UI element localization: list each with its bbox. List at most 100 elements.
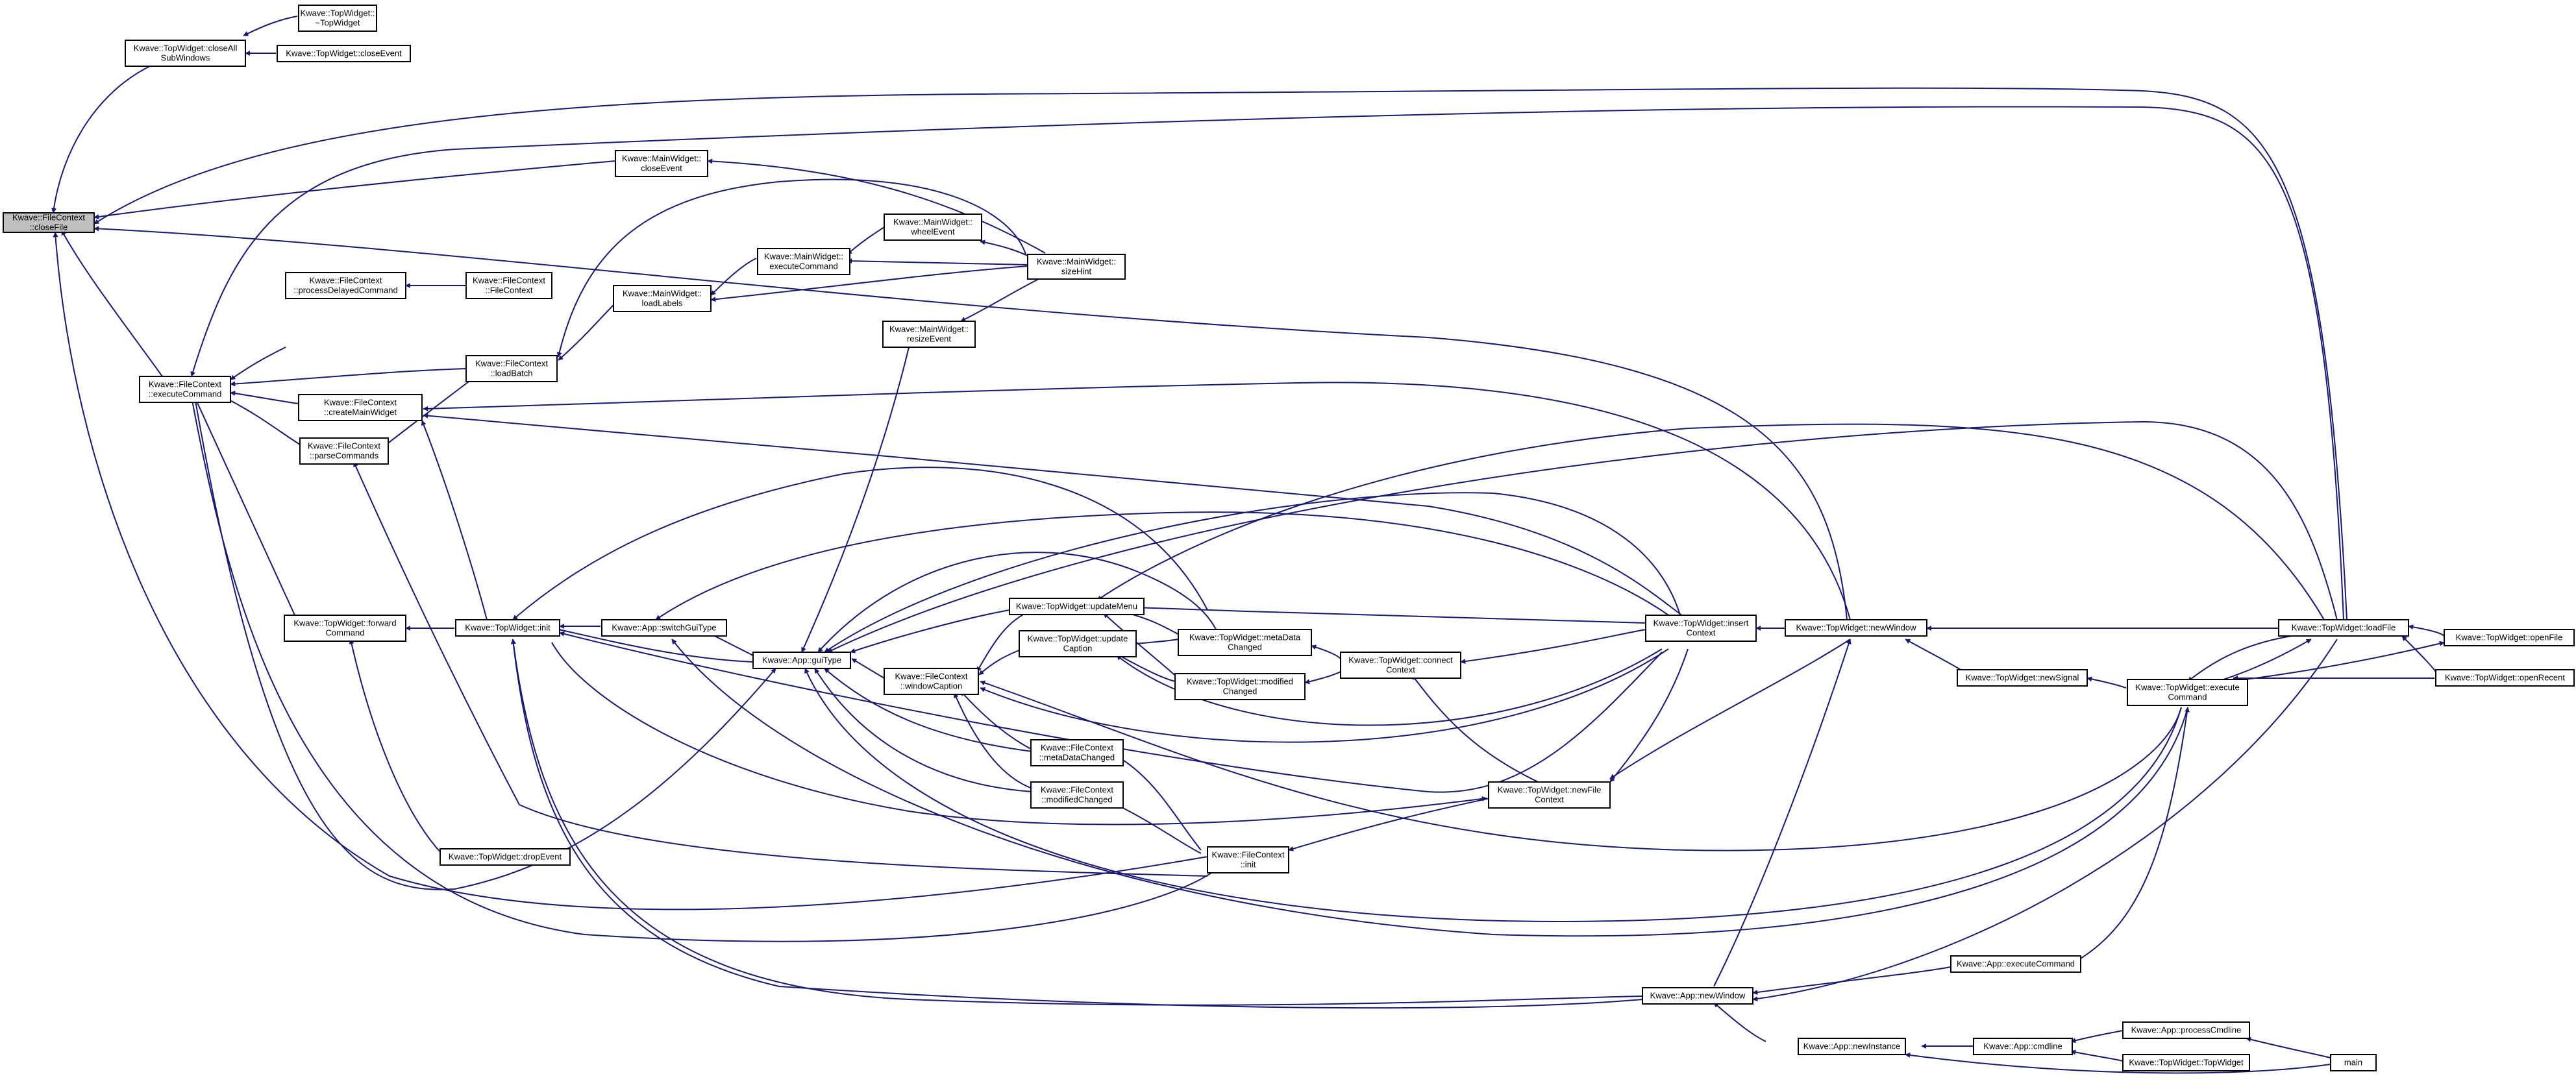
node-fc_windowCaption[interactable]: Kwave::FileContext::windowCaption [884,668,979,695]
node-closeFile[interactable]: Kwave::FileContext::closeFile [3,212,95,233]
node-app_guiType[interactable]: Kwave::App::guiType [752,652,851,669]
node-app_cmdline[interactable]: Kwave::App::cmdline [1973,1038,2073,1055]
node-box[interactable] [2122,1054,2250,1071]
node-box[interactable] [298,394,423,421]
node-box[interactable] [465,272,552,299]
node-tw_newSignal[interactable]: Kwave::TopWidget::newSignal [1957,669,2088,687]
node-box[interactable] [2330,1054,2377,1071]
node-mw_loadLabels[interactable]: Kwave::MainWidget::loadLabels [613,285,712,312]
node-mw_wheelEvent[interactable]: Kwave::MainWidget::wheelEvent [884,214,982,241]
node-tw_dropEvent[interactable]: Kwave::TopWidget::dropEvent [440,848,571,866]
node-box[interactable] [1488,781,1611,809]
node-fc_loadBatch[interactable]: Kwave::FileContext::loadBatch [465,355,558,382]
node-box[interactable] [757,248,850,275]
node-label: Kwave::TopWidget::forward [293,618,396,628]
node-box[interactable] [2444,629,2575,646]
node-fc_ctor[interactable]: Kwave::FileContext::FileContext [465,272,552,299]
node-fc_metaDataChanged[interactable]: Kwave::FileContext::metaDataChanged [1030,739,1124,766]
node-fc_parseCommands[interactable]: Kwave::FileContext::parseCommands [299,437,389,465]
edge-switchGui-execute [671,639,2188,937]
node-label: Kwave::TopWidget::init [465,623,551,633]
node-box[interactable] [1957,669,2088,687]
node-tw_metaDataChanged[interactable]: Kwave::TopWidget::metaDataChanged [1178,629,1312,656]
node-box[interactable] [884,668,979,695]
node-tw_closeEvent[interactable]: Kwave::TopWidget::closeEvent [277,45,411,62]
node-app_executeCommand[interactable]: Kwave::App::executeCommand [1950,955,2081,973]
node-box[interactable] [882,321,976,348]
node-box[interactable] [3,212,95,233]
node-app_switchGuiType[interactable]: Kwave::App::switchGuiType [601,619,727,637]
node-box[interactable] [752,652,851,669]
node-app_newInstance[interactable]: Kwave::App::newInstance [1798,1038,1906,1055]
node-label: ::executeCommand [149,389,222,399]
node-tw_init[interactable]: Kwave::TopWidget::init [455,619,560,637]
node-box[interactable] [139,376,231,403]
node-fc_createMainWidget[interactable]: Kwave::FileContext::createMainWidget [298,394,423,421]
node-label: Context [1386,665,1415,675]
node-mw_sizeHint[interactable]: Kwave::MainWidget::sizeHint [1027,254,1126,280]
node-box[interactable] [1019,630,1137,657]
node-box[interactable] [613,285,712,312]
node-box[interactable] [601,619,727,637]
node-tw_executeCommand[interactable]: Kwave::TopWidget::executeCommand [2127,679,2248,706]
node-tw_dtor[interactable]: Kwave::TopWidget::~TopWidget [298,5,377,32]
node-box[interactable] [1174,673,1306,700]
node-box[interactable] [299,437,389,465]
node-app_newWindow[interactable]: Kwave::App::newWindow [1642,987,1753,1005]
node-box[interactable] [1030,739,1124,766]
node-mw_executeCommand[interactable]: Kwave::MainWidget::executeCommand [757,248,850,275]
node-box[interactable] [884,214,982,241]
node-box[interactable] [1785,619,1927,637]
node-main[interactable]: main [2330,1054,2377,1071]
node-tw_openFile[interactable]: Kwave::TopWidget::openFile [2444,629,2575,646]
node-box[interactable] [1178,629,1312,656]
node-tw_updateMenu[interactable]: Kwave::TopWidget::updateMenu [1009,598,1145,615]
node-box[interactable] [1645,615,1757,642]
node-tw_openRecent[interactable]: Kwave::TopWidget::openRecent [2435,669,2575,687]
node-tw_ctor[interactable]: Kwave::TopWidget::TopWidget [2122,1054,2250,1071]
node-box[interactable] [1009,598,1145,615]
node-label: sizeHint [1061,267,1092,276]
node-box[interactable] [1798,1038,1906,1055]
node-fc_init[interactable]: Kwave::FileContext::init [1207,846,1289,873]
node-label: Kwave::FileContext [310,276,382,286]
node-box[interactable] [298,5,377,32]
node-box[interactable] [465,355,558,382]
node-box[interactable] [285,272,406,299]
node-box[interactable] [615,150,708,177]
node-box[interactable] [2127,679,2248,706]
node-box[interactable] [277,45,411,62]
node-fc_executeCommand[interactable]: Kwave::FileContext::executeCommand [139,376,231,403]
node-box[interactable] [1950,955,2081,973]
node-box[interactable] [1973,1038,2073,1055]
node-mw_closeEvent[interactable]: Kwave::MainWidget::closeEvent [615,150,708,177]
node-box[interactable] [125,40,246,67]
node-tw_modifiedChanged[interactable]: Kwave::TopWidget::modifiedChanged [1174,673,1306,700]
node-box[interactable] [2278,619,2409,637]
node-fc_modifiedChanged[interactable]: Kwave::FileContext::modifiedChanged [1030,781,1124,809]
node-box[interactable] [455,619,560,637]
node-box[interactable] [1030,781,1124,809]
node-label: Kwave::FileContext [324,398,397,408]
node-box[interactable] [440,848,571,866]
node-box[interactable] [1340,652,1461,679]
node-app_processCmdline[interactable]: Kwave::App::processCmdline [2122,1021,2250,1039]
node-tw_newWindow[interactable]: Kwave::TopWidget::newWindow [1785,619,1927,637]
node-box[interactable] [1207,846,1289,873]
node-label: Kwave::FileContext [473,276,545,286]
node-box[interactable] [2435,669,2575,687]
node-box[interactable] [1027,254,1126,280]
node-box[interactable] [2122,1021,2250,1039]
node-box[interactable] [1642,987,1753,1005]
node-tw_loadFile[interactable]: Kwave::TopWidget::loadFile [2278,619,2409,637]
node-box[interactable] [284,615,406,642]
node-fc_processDelayed[interactable]: Kwave::FileContext::processDelayedComman… [285,272,406,299]
node-mw_resizeEvent[interactable]: Kwave::MainWidget::resizeEvent [882,321,976,348]
edge-execute-loadFile [2187,635,2292,682]
